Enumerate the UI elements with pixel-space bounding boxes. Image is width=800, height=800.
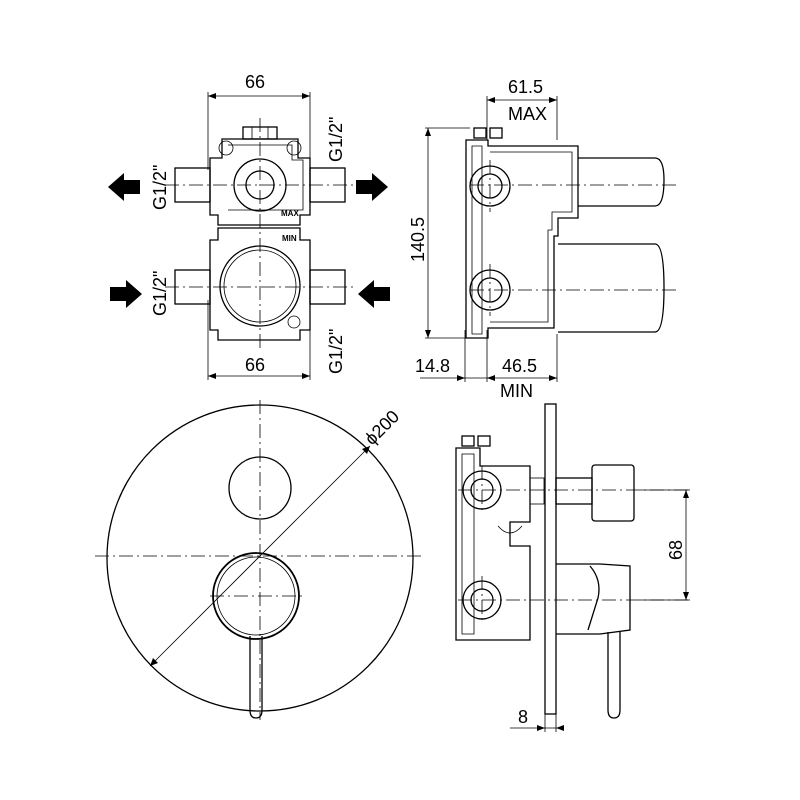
inlet-arrow-right bbox=[358, 280, 390, 308]
dim-plate-thickness: 8 bbox=[518, 707, 528, 727]
dim-width-bottom: 66 bbox=[245, 355, 265, 375]
dim-max-label: MAX bbox=[508, 104, 547, 124]
dim-depth-min: 46.5 bbox=[502, 356, 537, 376]
body-mark-max: MAX bbox=[281, 209, 299, 218]
dim-min-label: MIN bbox=[500, 381, 533, 401]
outlet-arrow-left bbox=[108, 173, 140, 201]
outlet-arrow-right bbox=[356, 173, 388, 201]
dim-offset: 14.8 bbox=[415, 356, 450, 376]
front-view-cover-plate: ϕ200 bbox=[95, 400, 425, 720]
side-view-assembled: 68 8 bbox=[455, 403, 690, 732]
thread-top-left: G1/2" bbox=[150, 165, 170, 210]
side-view-valve-body: 61.5 MAX 140.5 14.8 bbox=[408, 77, 680, 401]
inlet-arrow-left bbox=[110, 280, 142, 308]
dim-height: 140.5 bbox=[408, 217, 428, 262]
thread-bottom-right: G1/2" bbox=[326, 329, 346, 374]
dim-outlet-spacing: 68 bbox=[666, 540, 686, 560]
dim-diameter: ϕ200 bbox=[361, 406, 404, 449]
thread-top-right: G1/2" bbox=[326, 117, 346, 162]
body-mark-min: MIN bbox=[282, 234, 297, 243]
dim-width-top: 66 bbox=[245, 72, 265, 92]
front-view-valve-body: 66 MAX MIN 66 bbox=[108, 72, 390, 380]
dim-depth-max: 61.5 bbox=[508, 77, 543, 97]
thread-bottom-left: G1/2" bbox=[150, 271, 170, 316]
